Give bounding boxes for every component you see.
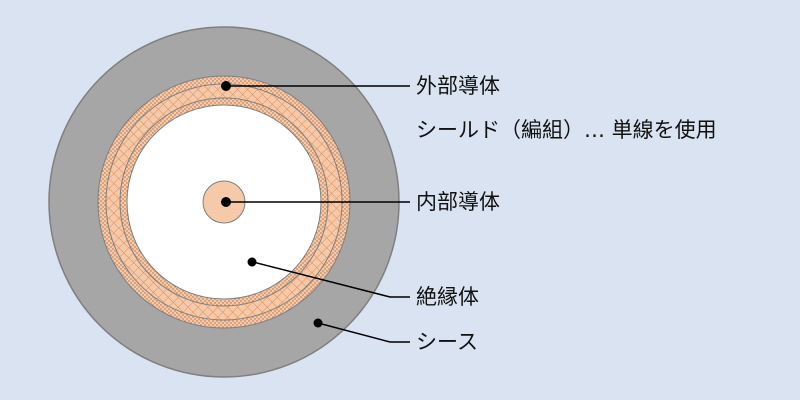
- leader-dot-outer-conductor: [221, 81, 231, 91]
- leader-dot-sheath: [313, 318, 323, 328]
- label-insulator: 絶縁体: [416, 285, 479, 309]
- leader-line-sheath: [317, 322, 410, 343]
- leader-line-insulator: [252, 261, 410, 298]
- leader-dot-insulator: [247, 257, 257, 267]
- leader-dot-inner-conductor: [221, 197, 231, 207]
- label-shield: シールド（編組）… 単線を使用: [416, 118, 717, 142]
- label-outer-conductor: 外部導体: [416, 74, 500, 98]
- label-sheath: シース: [416, 330, 478, 354]
- label-inner-conductor: 内部導体: [416, 190, 500, 214]
